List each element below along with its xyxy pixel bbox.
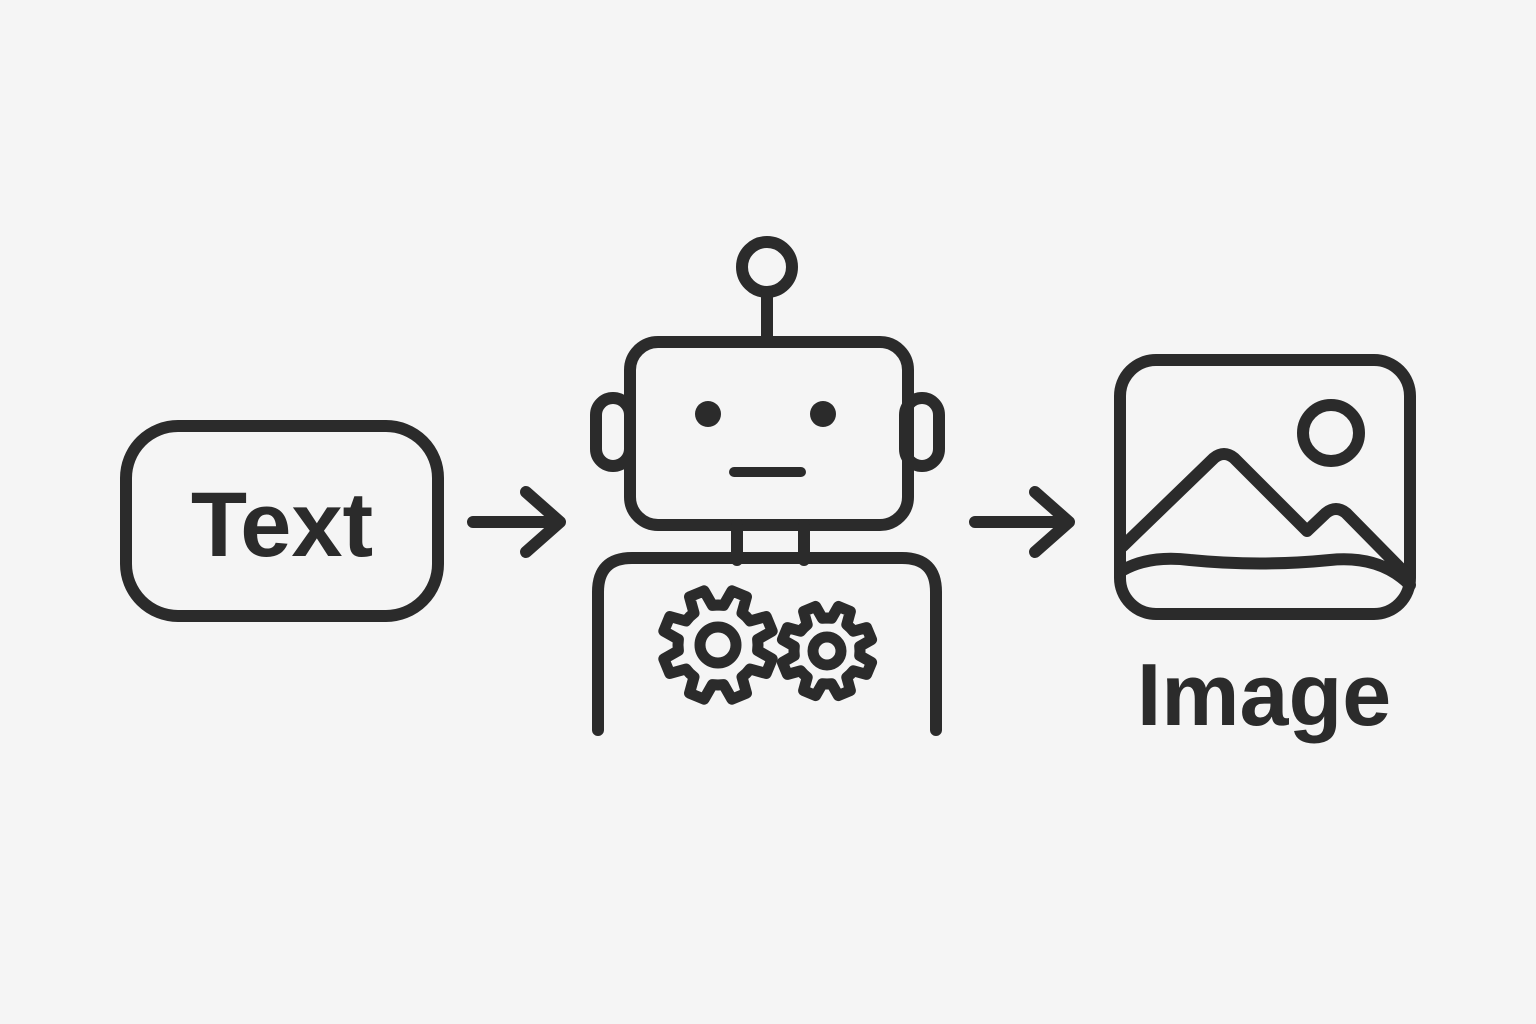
gear-icon [658, 585, 778, 705]
text-box-icon [120, 420, 444, 622]
text-node: Text [120, 420, 444, 622]
robot-body-icon [592, 552, 942, 736]
gear-hole [807, 631, 847, 671]
gear-outline [658, 585, 778, 705]
sun-icon [1297, 399, 1365, 467]
text-label: Text [191, 474, 373, 576]
robot-head-icon [624, 336, 914, 531]
arrow-right-icon [969, 486, 1075, 558]
mountains-icon [1117, 448, 1416, 591]
gear-outline [776, 600, 878, 702]
image-label: Image [1137, 645, 1391, 744]
arrow-right-icon [467, 486, 566, 558]
image-node: Image [1114, 354, 1416, 744]
gear-hole [694, 621, 742, 669]
robot-left-eye-icon [695, 401, 721, 427]
robot-right-eye-icon [810, 401, 836, 427]
robot-icon [590, 236, 945, 736]
gear-icon [776, 600, 878, 702]
image-frame-icon [1114, 354, 1416, 620]
